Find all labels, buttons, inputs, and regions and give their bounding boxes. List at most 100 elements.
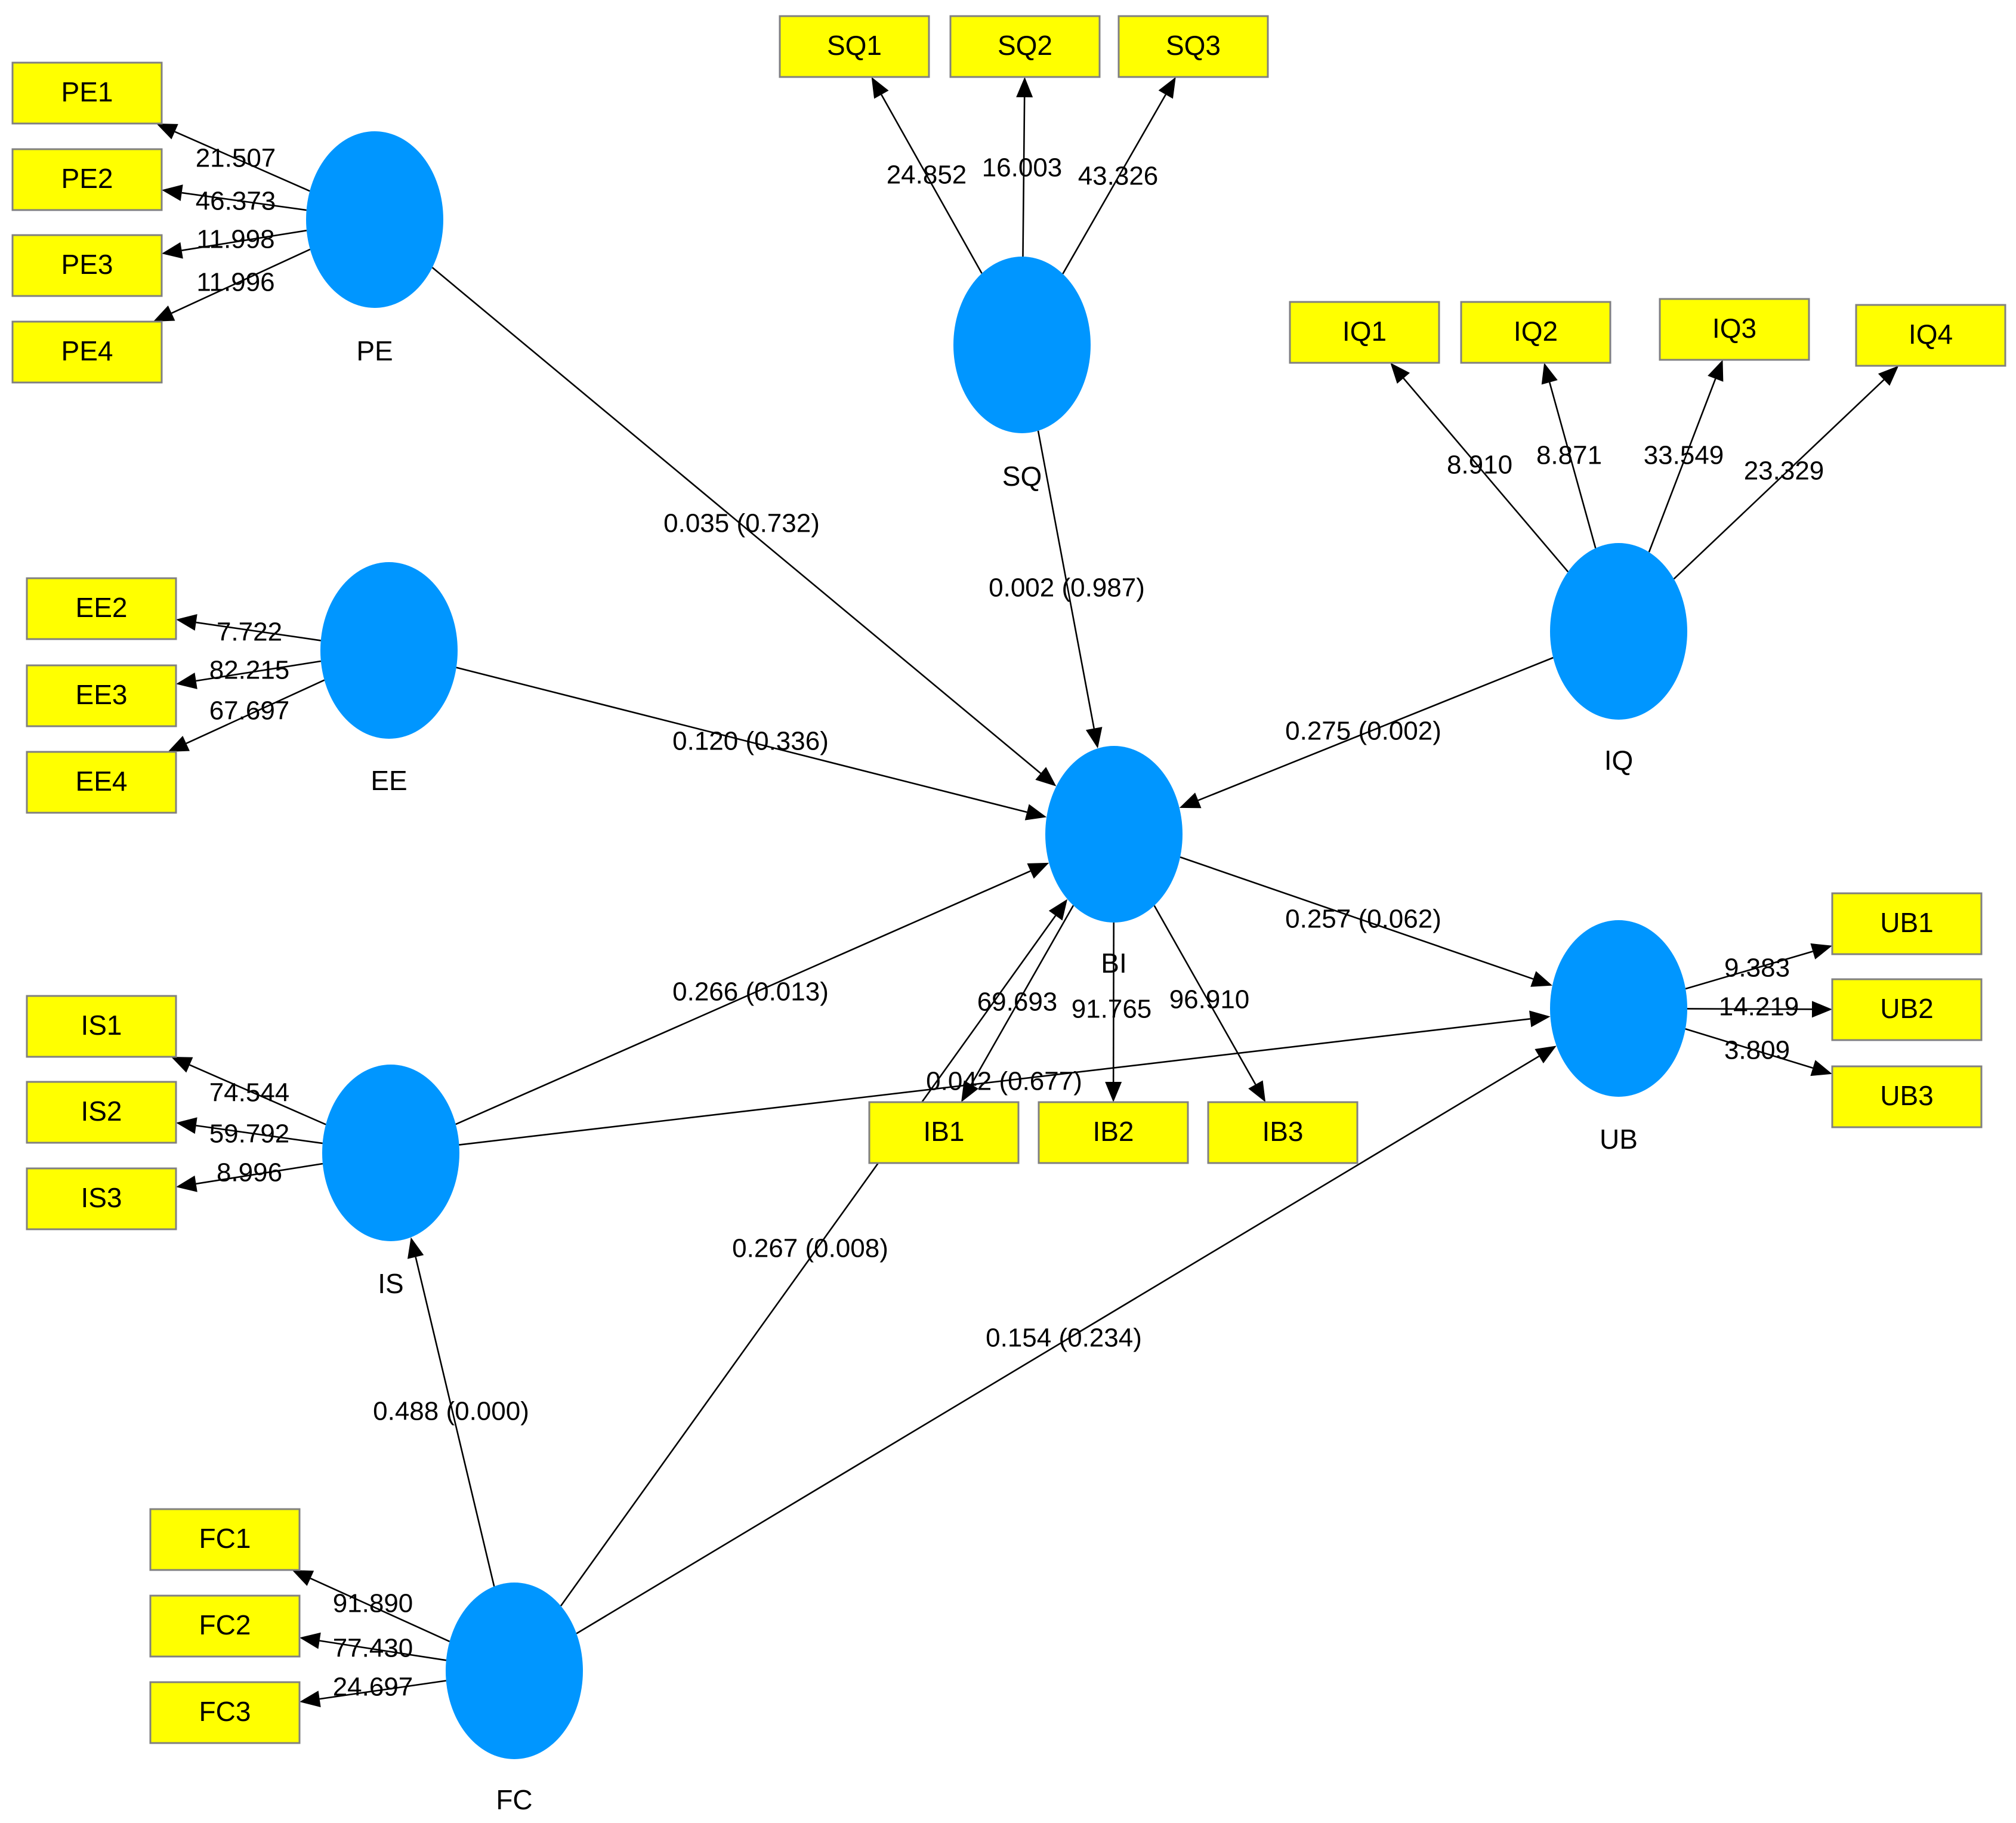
latent-node-ub[interactable] — [1550, 920, 1687, 1097]
latent-label-pe: PE — [356, 335, 393, 366]
indicator-label-pe1: PE1 — [61, 76, 113, 107]
path-arrow-sq-bi — [1037, 430, 1103, 749]
indicator-ib3[interactable]: IB3 — [1207, 1101, 1359, 1164]
latent-node-bi[interactable] — [1045, 746, 1183, 923]
indicator-is2[interactable]: IS2 — [26, 1081, 177, 1144]
loading-arrow-fc3 — [300, 1680, 446, 1707]
indicator-box-pe4 — [11, 320, 163, 384]
indicator-ub3[interactable]: UB3 — [1831, 1065, 1983, 1128]
path-arrow-bi-ub-arrowhead — [1530, 971, 1552, 987]
loading-value-fc1: 91.890 — [333, 1589, 413, 1618]
indicator-iq1[interactable]: IQ1 — [1289, 301, 1440, 364]
path-arrow-sq-bi-arrowhead — [1085, 727, 1103, 749]
path-arrow-fc-ub-line — [576, 1055, 1540, 1634]
indicator-iq2[interactable]: IQ2 — [1460, 301, 1611, 364]
path-arrow-fc-ub — [576, 1045, 1557, 1634]
loading-arrow-iq1 — [1390, 363, 1569, 573]
loading-value-pe3: 11.998 — [196, 225, 274, 254]
indicator-fc1[interactable]: FC1 — [149, 1508, 301, 1571]
indicator-ee3[interactable]: EE3 — [26, 664, 177, 727]
loading-value-iq2: 8.871 — [1536, 441, 1602, 470]
loading-arrow-ib3-arrowhead — [1248, 1080, 1266, 1102]
loading-arrow-sq2 — [1016, 77, 1033, 257]
loading-value-is1: 74.544 — [209, 1078, 290, 1108]
latent-node-ee[interactable] — [320, 562, 458, 739]
indicator-label-pe3: PE3 — [61, 249, 113, 280]
loading-arrow-pe2 — [162, 184, 307, 211]
loading-arrow-iq1-line — [1403, 378, 1569, 573]
loading-value-sq1: 24.852 — [887, 161, 967, 190]
indicator-ee4[interactable]: EE4 — [26, 751, 177, 814]
latent-node-fc[interactable] — [446, 1583, 583, 1759]
indicator-ub2[interactable]: UB2 — [1831, 978, 1983, 1041]
loading-arrow-sq3-line — [1062, 94, 1166, 274]
path-coefficient-is-ub: 0.042 (0.677) — [926, 1067, 1082, 1096]
latent-node-iq[interactable] — [1550, 543, 1687, 720]
indicator-label-fc2: FC2 — [199, 1609, 251, 1640]
indicator-label-pe4: PE4 — [61, 335, 113, 366]
loading-arrow-fc1-arrowhead — [292, 1570, 314, 1586]
latent-node-sq[interactable] — [953, 257, 1091, 433]
loading-arrow-fc3-arrowhead — [300, 1691, 321, 1707]
indicator-label-iq2: IQ2 — [1514, 316, 1558, 347]
indicator-ee2[interactable]: EE2 — [26, 577, 177, 640]
loading-value-iq3: 33.549 — [1644, 441, 1724, 470]
path-arrow-fc-ub-arrowhead — [1535, 1045, 1557, 1064]
indicator-pe1[interactable]: PE1 — [11, 61, 163, 125]
loading-arrow-sq2-line — [1022, 97, 1026, 257]
latent-node-is[interactable] — [322, 1065, 459, 1241]
loading-arrow-ib3 — [1153, 905, 1266, 1102]
indicator-pe4[interactable]: PE4 — [11, 320, 163, 384]
indicator-label-ib3: IB3 — [1262, 1116, 1303, 1147]
path-coefficient-fc-bi: 0.267 (0.008) — [732, 1234, 888, 1263]
indicator-iq3[interactable]: IQ3 — [1659, 298, 1810, 361]
latent-node-pe[interactable] — [306, 131, 443, 308]
indicator-ub1[interactable]: UB1 — [1831, 892, 1983, 955]
indicator-label-sq1: SQ1 — [827, 30, 882, 61]
indicator-box-ib2 — [1038, 1101, 1189, 1164]
loading-arrow-pe4-arrowhead — [153, 306, 175, 322]
loading-value-ee2: 7.722 — [217, 618, 282, 647]
indicator-is3[interactable]: IS3 — [26, 1167, 177, 1230]
indicator-fc3[interactable]: FC3 — [149, 1681, 301, 1744]
loading-value-ee3: 82.215 — [209, 656, 290, 685]
indicator-ib1[interactable]: IB1 — [868, 1101, 1020, 1164]
path-arrow-fc-bi-arrowhead — [1048, 899, 1068, 921]
loading-arrow-ib2 — [1105, 922, 1122, 1102]
indicator-sq3[interactable]: SQ3 — [1117, 15, 1269, 78]
path-coefficient-pe-bi: 0.035 (0.732) — [663, 509, 820, 538]
indicator-sq1[interactable]: SQ1 — [779, 15, 930, 78]
indicator-label-pe2: PE2 — [61, 163, 113, 194]
loading-value-ub1: 9.383 — [1724, 954, 1790, 983]
path-coefficient-is-bi: 0.266 (0.013) — [672, 977, 829, 1007]
indicator-pe3[interactable]: PE3 — [11, 234, 163, 297]
loading-arrow-ub2-arrowhead — [1811, 1001, 1832, 1018]
loading-value-pe4: 11.996 — [196, 268, 274, 297]
indicator-ib2[interactable]: IB2 — [1038, 1101, 1189, 1164]
indicator-label-sq2: SQ2 — [998, 30, 1052, 61]
indicator-box-fc1 — [149, 1508, 301, 1571]
indicator-iq4[interactable]: IQ4 — [1855, 304, 2006, 367]
loading-arrow-is3-arrowhead — [176, 1175, 197, 1192]
loading-arrow-fc1 — [292, 1570, 450, 1642]
loading-arrow-fc2-arrowhead — [300, 1632, 321, 1649]
loading-arrow-ub1 — [1685, 943, 1832, 990]
path-arrow-fc-bi — [560, 899, 1068, 1606]
loading-arrow-fc2 — [300, 1632, 447, 1661]
indicator-sq2[interactable]: SQ2 — [949, 15, 1101, 78]
loading-arrow-pe4 — [153, 248, 311, 322]
path-arrow-ee-bi-arrowhead — [1024, 804, 1047, 820]
indicator-is1[interactable]: IS1 — [26, 995, 177, 1058]
loading-arrow-iq4-arrowhead — [1878, 366, 1899, 386]
loading-arrow-iq3 — [1648, 360, 1724, 553]
loading-arrow-ub3-arrowhead — [1810, 1060, 1832, 1076]
latent-label-sq: SQ — [1002, 461, 1042, 492]
loading-arrow-ub1-line — [1685, 951, 1813, 990]
indicator-fc2[interactable]: FC2 — [149, 1594, 301, 1658]
path-arrow-bi-ub — [1180, 856, 1552, 987]
loading-arrow-ib1-arrowhead — [961, 1080, 979, 1102]
indicator-label-sq3: SQ3 — [1166, 30, 1221, 61]
path-arrow-is-bi-arrowhead — [1027, 862, 1049, 879]
indicator-pe2[interactable]: PE2 — [11, 148, 163, 211]
